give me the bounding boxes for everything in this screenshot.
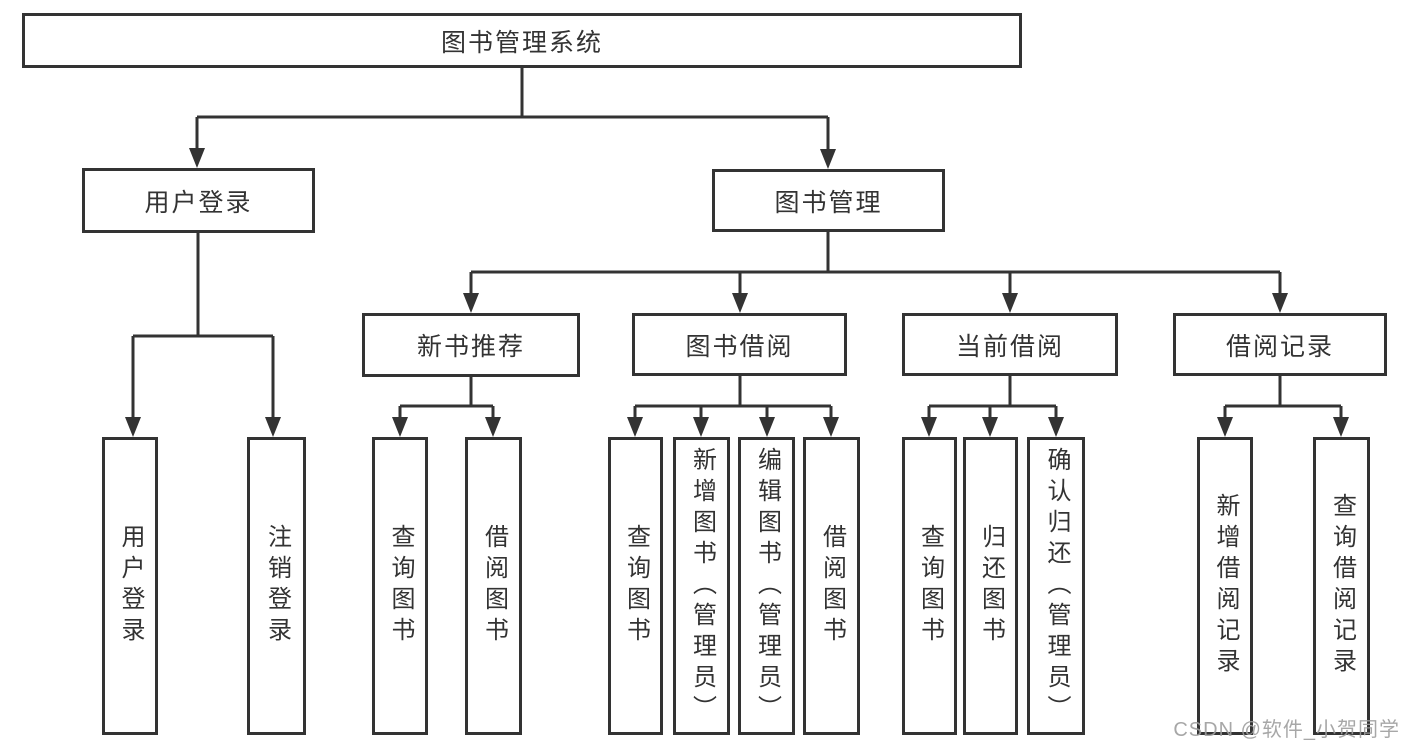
connector-borrow-record-children bbox=[1217, 376, 1349, 437]
csdn-watermark: CSDN @软件_小贺同学 bbox=[1173, 719, 1400, 741]
leaf-cb-return-books: 归还图书 bbox=[963, 437, 1018, 735]
node-label: 查询图书 bbox=[387, 524, 414, 648]
node-label: 借阅记录 bbox=[1225, 332, 1334, 361]
node-label: 注销登录 bbox=[263, 524, 291, 648]
node-library-management-system: 图书管理系统 bbox=[22, 13, 1022, 68]
leaf-bb-borrow-books: 借阅图书 bbox=[803, 437, 860, 735]
node-label: 当前借阅 bbox=[955, 332, 1064, 361]
node-new-book-recommendation: 新书推荐 bbox=[362, 313, 580, 377]
node-label: 归还图书 bbox=[977, 524, 1005, 648]
node-label: 查询图书 bbox=[622, 524, 650, 648]
node-label: 图书管理系统 bbox=[440, 28, 603, 57]
node-label: 借阅图书 bbox=[480, 524, 508, 648]
connector-user-login-children bbox=[125, 233, 281, 437]
node-label: 借阅图书 bbox=[818, 524, 846, 648]
connector-root-to-level2 bbox=[189, 68, 836, 169]
node-book-management: 图书管理 bbox=[712, 169, 945, 232]
node-label: 新书推荐 bbox=[416, 333, 525, 361]
leaf-bb-edit-books-admin: 编辑图书（管理员） bbox=[738, 437, 795, 735]
node-label: 新增图书（管理员） bbox=[688, 446, 716, 726]
leaf-bb-query-books: 查询图书 bbox=[608, 437, 663, 735]
node-current-borrowing: 当前借阅 bbox=[902, 313, 1118, 376]
node-user-login: 用户登录 bbox=[82, 168, 315, 233]
connector-current-borrow-children bbox=[921, 376, 1064, 437]
node-label: 查询借阅记录 bbox=[1328, 493, 1356, 679]
connector-book-management-children bbox=[463, 232, 1288, 313]
leaf-br-query-borrow-record: 查询借阅记录 bbox=[1313, 437, 1370, 735]
node-label: 查询图书 bbox=[916, 524, 944, 648]
node-label: 确认归还（管理员） bbox=[1043, 446, 1070, 726]
connector-new-book-children bbox=[392, 377, 501, 437]
node-label: 图书管理 bbox=[774, 188, 883, 217]
node-label: 用户登录 bbox=[144, 188, 253, 217]
node-book-borrowing: 图书借阅 bbox=[632, 313, 847, 376]
leaf-nb-borrow-books: 借阅图书 bbox=[465, 437, 522, 735]
leaf-cb-confirm-return-admin: 确认归还（管理员） bbox=[1027, 437, 1085, 735]
leaf-br-add-borrow-record: 新增借阅记录 bbox=[1197, 437, 1253, 735]
leaf-nb-query-books: 查询图书 bbox=[372, 437, 428, 735]
node-label: 新增借阅记录 bbox=[1212, 493, 1239, 679]
leaf-user-login: 用户登录 bbox=[102, 437, 158, 735]
node-label: 编辑图书（管理员） bbox=[753, 446, 781, 726]
leaf-logout: 注销登录 bbox=[247, 437, 306, 735]
leaf-bb-add-books-admin: 新增图书（管理员） bbox=[673, 437, 730, 735]
node-borrowing-records: 借阅记录 bbox=[1173, 313, 1387, 376]
node-label: 图书借阅 bbox=[685, 332, 794, 361]
connector-book-borrow-children bbox=[627, 376, 839, 437]
node-label: 用户登录 bbox=[117, 524, 144, 648]
leaf-cb-query-books: 查询图书 bbox=[902, 437, 957, 735]
